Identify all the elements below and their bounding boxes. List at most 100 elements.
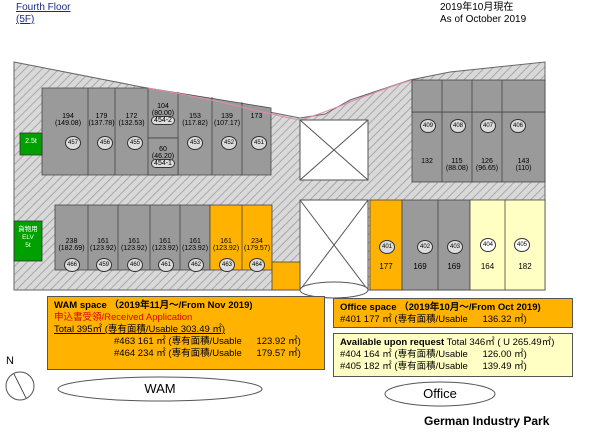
wam-464-value: 179.57 ㎡) xyxy=(256,348,301,359)
zone-wam-label: WAM xyxy=(144,381,176,396)
wam-464-label: (専有面積/Usable xyxy=(168,348,242,359)
available-info-box: Available upon request Total 346㎡ ( U 26… xyxy=(333,333,573,377)
unit-161-d[interactable]: 161(123.92) xyxy=(180,238,210,252)
unit-115-num: 115 xyxy=(451,158,463,165)
unit-tag-404: 404 xyxy=(480,238,496,252)
freight-t: 5t xyxy=(25,242,31,249)
unit-238[interactable]: 238(182.69) xyxy=(55,238,88,252)
elevator-small-label: 2.5t xyxy=(25,138,37,145)
unit-194-num: 194 xyxy=(62,113,74,120)
wam-464-id: #464 xyxy=(114,348,136,359)
unit-161-b[interactable]: 161(123.92) xyxy=(118,238,150,252)
unit-104-area: (80.00) xyxy=(151,110,175,117)
wam-row-464: #464 234 ㎡ (専有面積/Usable 179.57 ㎡) xyxy=(54,348,318,360)
unit-179-area: (137.78) xyxy=(88,120,115,127)
wam-row-463: #463 161 ㎡ (専有面積/Usable 123.92 ㎡) xyxy=(54,336,318,348)
unit-182[interactable]: 182 xyxy=(518,262,532,271)
unit-tag-453: 453 xyxy=(187,136,203,150)
avail-405-size: 182 ㎡ xyxy=(363,361,392,372)
wam-463-value: 123.92 ㎡) xyxy=(256,336,301,347)
office-info-box: Office space （2019年10月～/From Oct 2019) #… xyxy=(333,298,573,328)
unit-139-area: (107.17) xyxy=(213,120,241,127)
unit-172-area: (132.53) xyxy=(118,120,145,127)
wam-463-size: 161 ㎡ xyxy=(137,336,166,347)
unit-172[interactable]: 172(132.53) xyxy=(115,113,148,127)
unit-169-a[interactable]: 169 xyxy=(413,262,427,271)
zone-office-label: Office xyxy=(423,386,457,401)
unit-104-tag: 454-2 xyxy=(151,116,175,125)
unit-tag-408: 408 xyxy=(450,119,466,133)
unit-tag-407: 407 xyxy=(480,119,496,133)
unit-tag-464: 464 xyxy=(249,258,265,272)
unit-153-area: (117.82) xyxy=(182,120,208,127)
wam-463-label: (専有面積/Usable xyxy=(168,336,242,347)
unit-194[interactable]: 194(149.08) xyxy=(48,113,88,127)
avail-405-label: (専有面積/Usable xyxy=(394,361,468,372)
unit-173[interactable]: 173 xyxy=(242,113,271,120)
unit-tag-457: 457 xyxy=(65,136,81,150)
wam-title: WAM space （2019年11月～/From Nov 2019) xyxy=(54,300,253,311)
unit-234[interactable]: 234(179.57) xyxy=(242,238,272,252)
unit-161-e-num: 161 xyxy=(220,238,232,245)
date-jp: 2019年10月現在 xyxy=(440,2,514,13)
unit-172-num: 172 xyxy=(125,113,138,120)
unit-tag-461: 461 xyxy=(158,258,174,272)
unit-179-num: 179 xyxy=(95,113,108,120)
avail-row-405: #405 182 ㎡ (専有面積/Usable 139.49 ㎡) xyxy=(340,361,566,373)
avail-row-404: #404 164 ㎡ (専有面積/Usable 126.00 ㎡) xyxy=(340,349,566,361)
unit-238-num: 238 xyxy=(65,238,78,245)
office-401-size: 177 ㎡ xyxy=(363,314,392,325)
unit-161-e[interactable]: 161(123.92) xyxy=(210,238,242,252)
office-401-value: 136.32 ㎡) xyxy=(482,314,527,325)
office-401-id: #401 xyxy=(340,314,362,325)
unit-161-c[interactable]: 161(123.92) xyxy=(150,238,180,252)
elevator-freight xyxy=(13,220,43,262)
unit-143[interactable]: 143(110) xyxy=(502,158,545,172)
unit-tag-466: 466 xyxy=(64,258,80,272)
office-title: Office space （2019年10月～/From Oct 2019) xyxy=(340,302,541,313)
freight-jp: 貨物用 xyxy=(18,226,38,233)
unit-238-area: (182.69) xyxy=(58,245,85,252)
unit-104[interactable]: 104(80.00)454-2 xyxy=(148,103,178,125)
unit-169-b[interactable]: 169 xyxy=(447,262,461,271)
wam-total: Total 395㎡ (専有面積/Usable 303.49 ㎡) xyxy=(54,324,226,335)
elevator-small xyxy=(19,132,43,156)
unit-132[interactable]: 132 xyxy=(412,158,442,165)
avail-405-id: #405 xyxy=(340,361,362,372)
unit-177[interactable]: 177 xyxy=(379,262,393,271)
unit-tag-452: 452 xyxy=(221,136,237,150)
unit-161-a-area: (123.92) xyxy=(89,245,117,252)
avail-total: Total 346㎡ ( U 265.49㎡) xyxy=(446,337,555,348)
avail-404-size: 164 ㎡ xyxy=(363,349,392,360)
unit-tag-462: 462 xyxy=(188,258,204,272)
unit-126-area: (96.65) xyxy=(475,165,499,172)
unit-115[interactable]: 115(88.08) xyxy=(442,158,472,172)
unit-161-d-num: 161 xyxy=(189,238,201,245)
unit-234-num: 234 xyxy=(251,238,263,245)
wam-464-size: 234 ㎡ xyxy=(137,348,166,359)
unit-139[interactable]: 139(107.17) xyxy=(212,113,242,127)
unit-tag-403: 403 xyxy=(447,240,463,254)
park-name: German Industry Park xyxy=(424,414,550,428)
unit-tag-405: 405 xyxy=(514,238,530,252)
unit-161-e-area: (123.92) xyxy=(212,245,240,252)
unit-179[interactable]: 179(137.78) xyxy=(88,113,115,127)
floor-title: Fourth Floor xyxy=(16,2,71,13)
avail-404-value: 126.00 ㎡) xyxy=(482,349,527,360)
avail-404-label: (専有面積/Usable xyxy=(394,349,468,360)
unit-164[interactable]: 164 xyxy=(480,262,495,271)
unit-161-d-area: (123.92) xyxy=(181,245,209,252)
unit-153[interactable]: 153(117.82) xyxy=(178,113,212,127)
unit-153-num: 153 xyxy=(189,113,201,120)
unit-60[interactable]: 60(46.20)454-1 xyxy=(148,146,178,168)
unit-126[interactable]: 126(96.65) xyxy=(472,158,502,172)
date-en: As of October 2019 xyxy=(440,14,527,25)
unit-143-num: 143 xyxy=(517,158,530,165)
wam-status: 申込書受領/Received Application xyxy=(54,312,193,323)
avail-405-value: 139.49 ㎡) xyxy=(482,361,527,372)
unit-tag-402: 402 xyxy=(417,240,433,254)
unit-161-a[interactable]: 161(123.92) xyxy=(88,238,118,252)
unit-tag-451: 451 xyxy=(251,136,267,150)
unit-161-a-num: 161 xyxy=(97,238,109,245)
